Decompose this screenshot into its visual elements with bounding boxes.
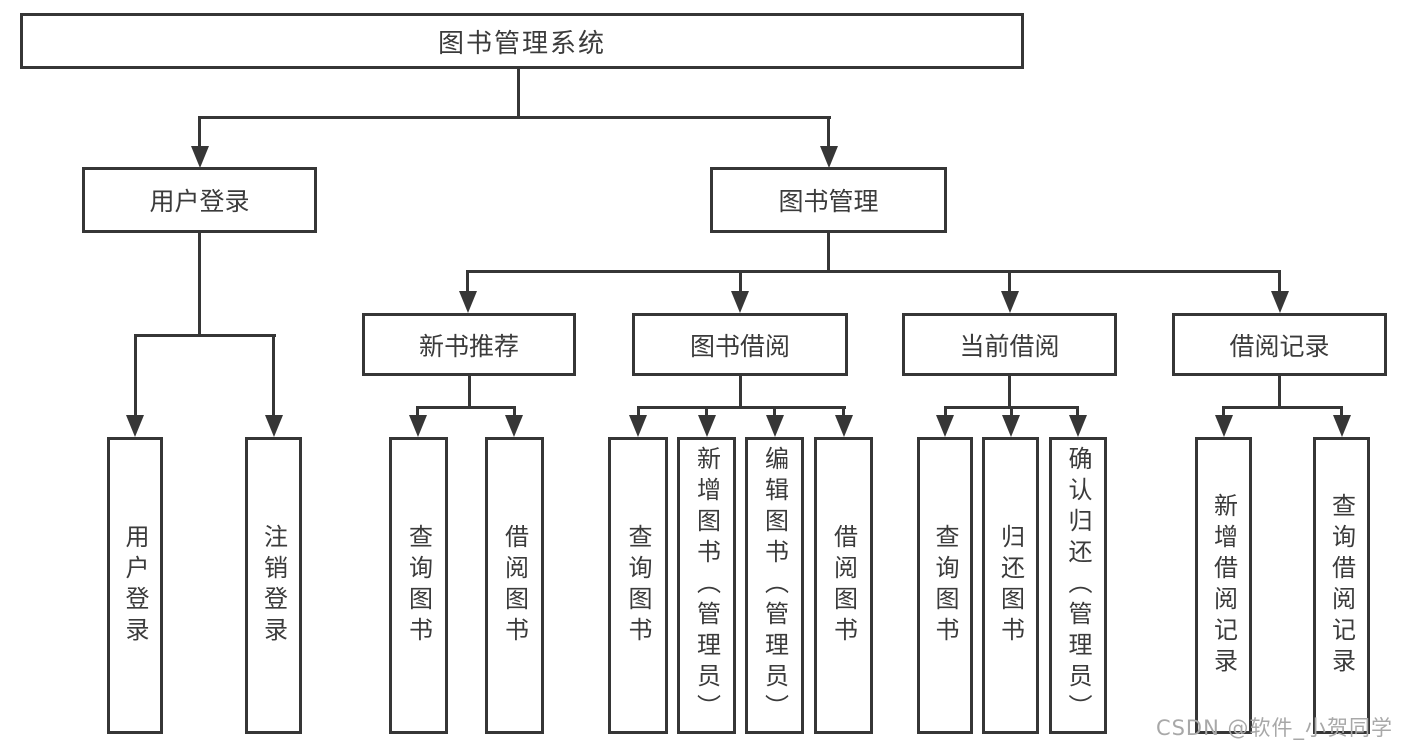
node-user-login: 用户登录 [82,167,317,233]
down-arrow [505,406,523,437]
down-arrow [1000,270,1019,313]
down-arrow [458,270,477,313]
connector-management-branch [466,270,1281,273]
connector-record-branch [1222,406,1343,409]
leaf-query-borrow-record: 查询借阅记录 [1313,437,1370,734]
down-arrow [834,406,853,437]
leaf-query-book-recommend: 查询图书 [389,437,448,734]
down-arrow [1002,406,1020,437]
connector-borrow-stem [738,376,742,408]
node-library-system: 图书管理系统 [20,13,1024,69]
connector-newbook-branch [416,406,516,409]
connector-root-stem [516,69,520,117]
node-new-book-recommend: 新书推荐 [362,313,576,376]
down-arrow [629,406,647,437]
connector-user-branch [133,334,276,337]
down-arrow [1270,270,1289,313]
connector-root-branch [198,116,831,119]
down-arrow [264,334,283,437]
leaf-add-borrow-record: 新增借阅记录 [1195,437,1252,734]
leaf-query-book-current: 查询图书 [917,437,973,734]
node-current-borrow: 当前借阅 [902,313,1117,376]
connector-management-stem [827,233,830,272]
down-arrow [731,270,749,313]
leaf-return-book: 归还图书 [982,437,1039,734]
down-arrow [765,406,784,437]
node-book-management: 图书管理 [710,167,947,233]
connector-newbook-stem [467,376,471,408]
connector-current-stem [1008,376,1011,408]
down-arrow [190,116,209,168]
node-borrow-records: 借阅记录 [1172,313,1387,376]
down-arrow [1068,406,1087,437]
leaf-add-book-admin: 新增图书（管理员） [677,437,736,734]
connector-record-stem [1278,376,1281,408]
leaf-borrow-book-recommend: 借阅图书 [485,437,544,734]
leaf-confirm-return-admin: 确认归还（管理员） [1049,437,1107,734]
leaf-user-login: 用户登录 [107,437,163,734]
down-arrow [1214,406,1233,437]
node-book-borrow: 图书借阅 [632,313,848,376]
connector-borrow-branch [636,406,846,409]
down-arrow [819,116,838,168]
down-arrow [936,406,954,437]
down-arrow [126,334,144,437]
down-arrow [408,406,427,437]
leaf-edit-book-admin: 编辑图书（管理员） [745,437,804,734]
leaf-query-book: 查询图书 [608,437,668,734]
leaf-logout: 注销登录 [245,437,302,734]
connector-user-stem [198,233,201,336]
down-arrow [1332,406,1351,437]
down-arrow [697,406,716,437]
leaf-borrow-book: 借阅图书 [814,437,873,734]
csdn-watermark: CSDN @软件_小贺同学 [1155,716,1393,740]
